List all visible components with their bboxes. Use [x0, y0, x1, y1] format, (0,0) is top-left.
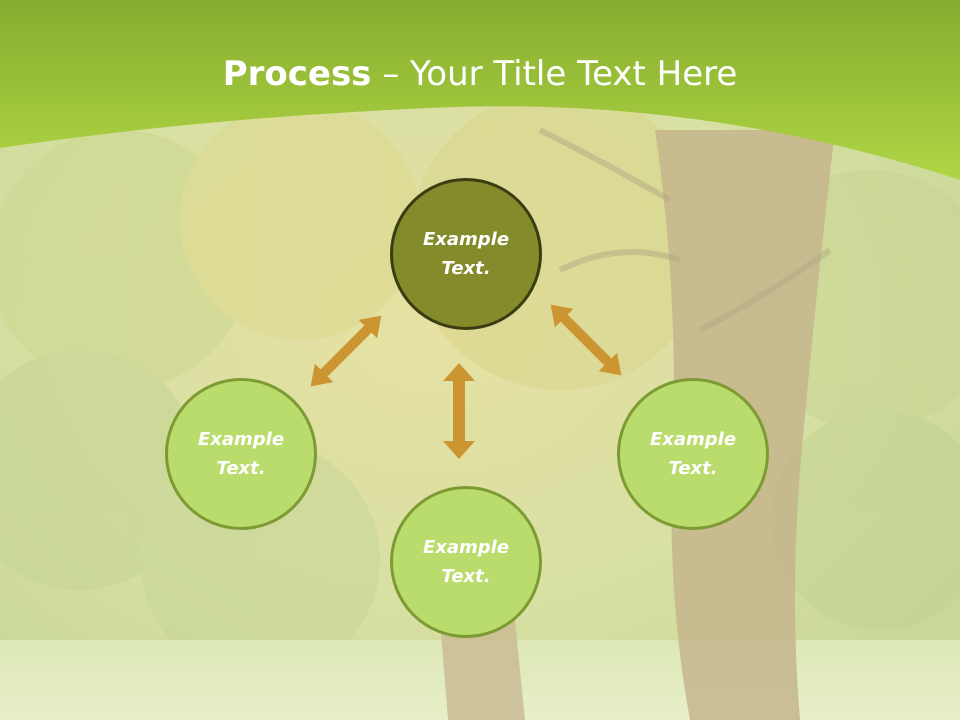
node-right-text: Example Text.	[633, 425, 753, 483]
process-node-top: Example Text.	[390, 178, 542, 330]
page-title: Process – Your Title Text Here	[0, 52, 960, 96]
header-band	[0, 0, 960, 180]
node-left-line2: Text.	[216, 458, 266, 479]
process-node-left: Example Text.	[165, 378, 317, 530]
tree-trunk-center	[440, 620, 525, 720]
node-bottom-text: Example Text.	[406, 533, 526, 591]
node-right-line2: Text.	[668, 458, 718, 479]
process-node-right: Example Text.	[617, 378, 769, 530]
branches	[538, 127, 832, 333]
node-right-line1: Example	[649, 429, 737, 450]
node-bottom-line1: Example	[422, 537, 510, 558]
node-top-line2: Text.	[441, 258, 491, 279]
node-left-line1: Example	[197, 429, 285, 450]
title-strong: Process	[222, 54, 372, 94]
node-left-text: Example Text.	[181, 425, 301, 483]
node-top-line1: Example	[422, 229, 510, 250]
node-bottom-line2: Text.	[441, 566, 491, 587]
title-rest: – Your Title Text Here	[371, 54, 738, 94]
node-top-text: Example Text.	[406, 225, 526, 283]
process-node-bottom: Example Text.	[390, 486, 542, 638]
